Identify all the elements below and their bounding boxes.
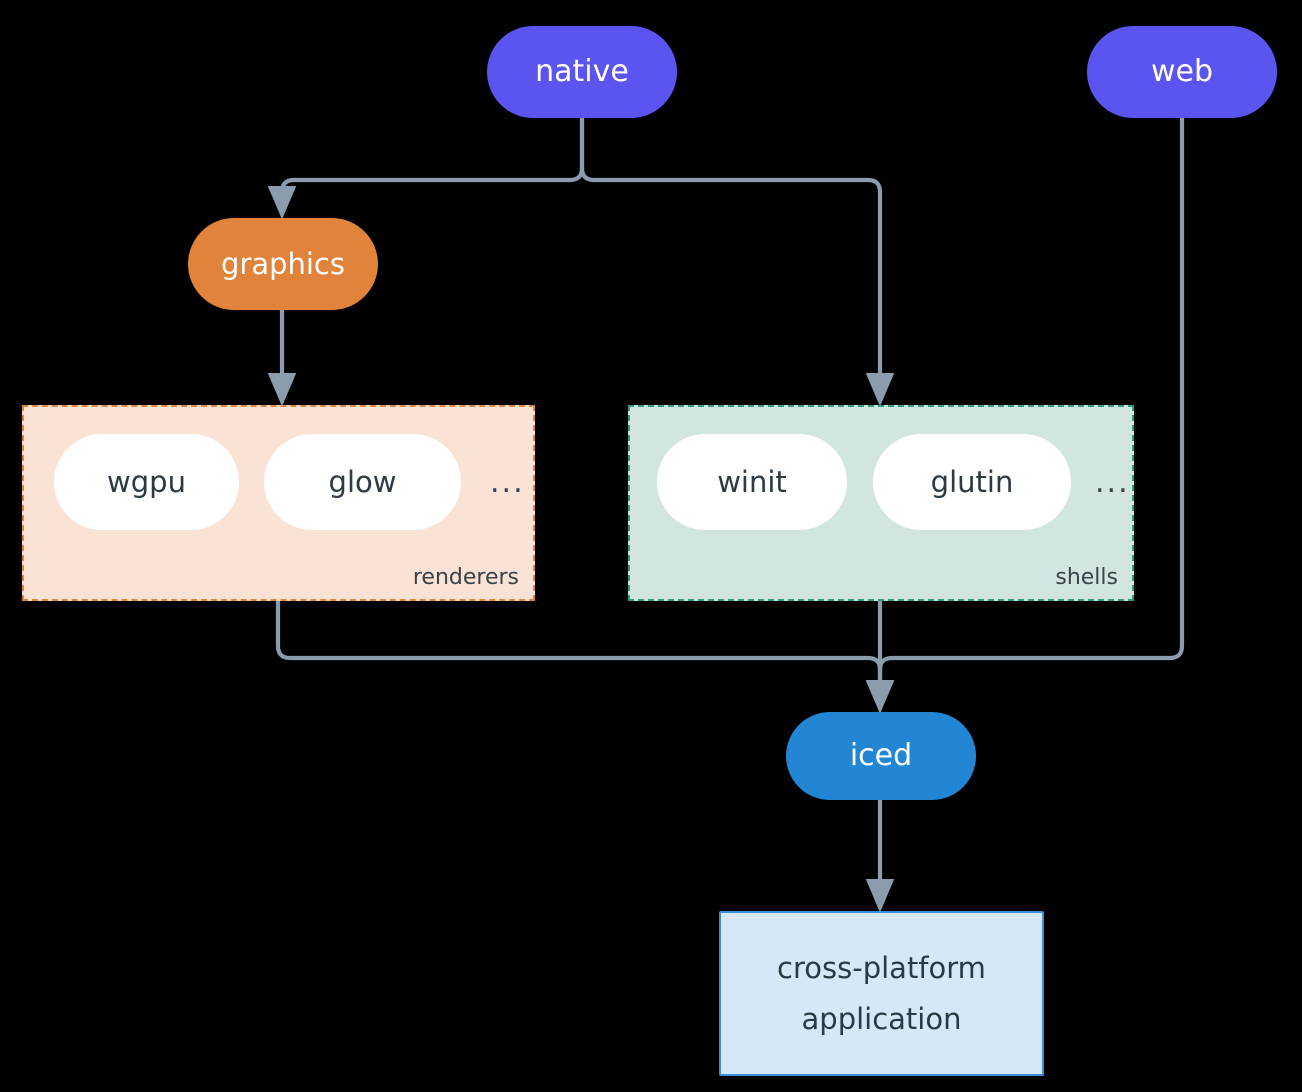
edge-native-to-shells [579,115,895,407]
node-glutin-label: glutin [930,465,1014,499]
node-iced-label: iced [849,738,913,774]
shells-more-ellipsis: ... [1095,464,1130,500]
node-winit-label: winit [717,465,787,499]
edge-renderers-to-iced [275,598,895,714]
cluster-renderers: wgpu glow ... renderers [22,405,535,601]
node-wgpu[interactable]: wgpu [54,434,239,530]
node-glutin[interactable]: glutin [873,434,1071,530]
node-wgpu-label: wgpu [107,465,186,499]
cluster-shells-label: shells [1055,565,1118,590]
cluster-renderers-label: renderers [412,565,519,590]
node-glow-label: glow [328,465,397,499]
node-application[interactable]: cross-platform application [719,911,1044,1076]
node-iced[interactable]: iced [786,712,976,800]
node-native[interactable]: native [487,26,677,118]
node-glow[interactable]: glow [264,434,461,530]
node-graphics-label: graphics [220,246,345,281]
node-web[interactable]: web [1087,26,1277,118]
node-native-label: native [535,54,629,90]
node-application-label-line2: application [801,1001,962,1036]
node-web-label: web [1150,54,1214,90]
node-application-label-line1: cross-platform [777,951,986,986]
renderers-more-ellipsis: ... [490,464,525,500]
edge-native-bus [267,115,585,220]
node-winit[interactable]: winit [657,434,847,530]
node-graphics[interactable]: graphics [188,218,378,310]
cluster-shells: winit glutin ... shells [628,405,1134,601]
